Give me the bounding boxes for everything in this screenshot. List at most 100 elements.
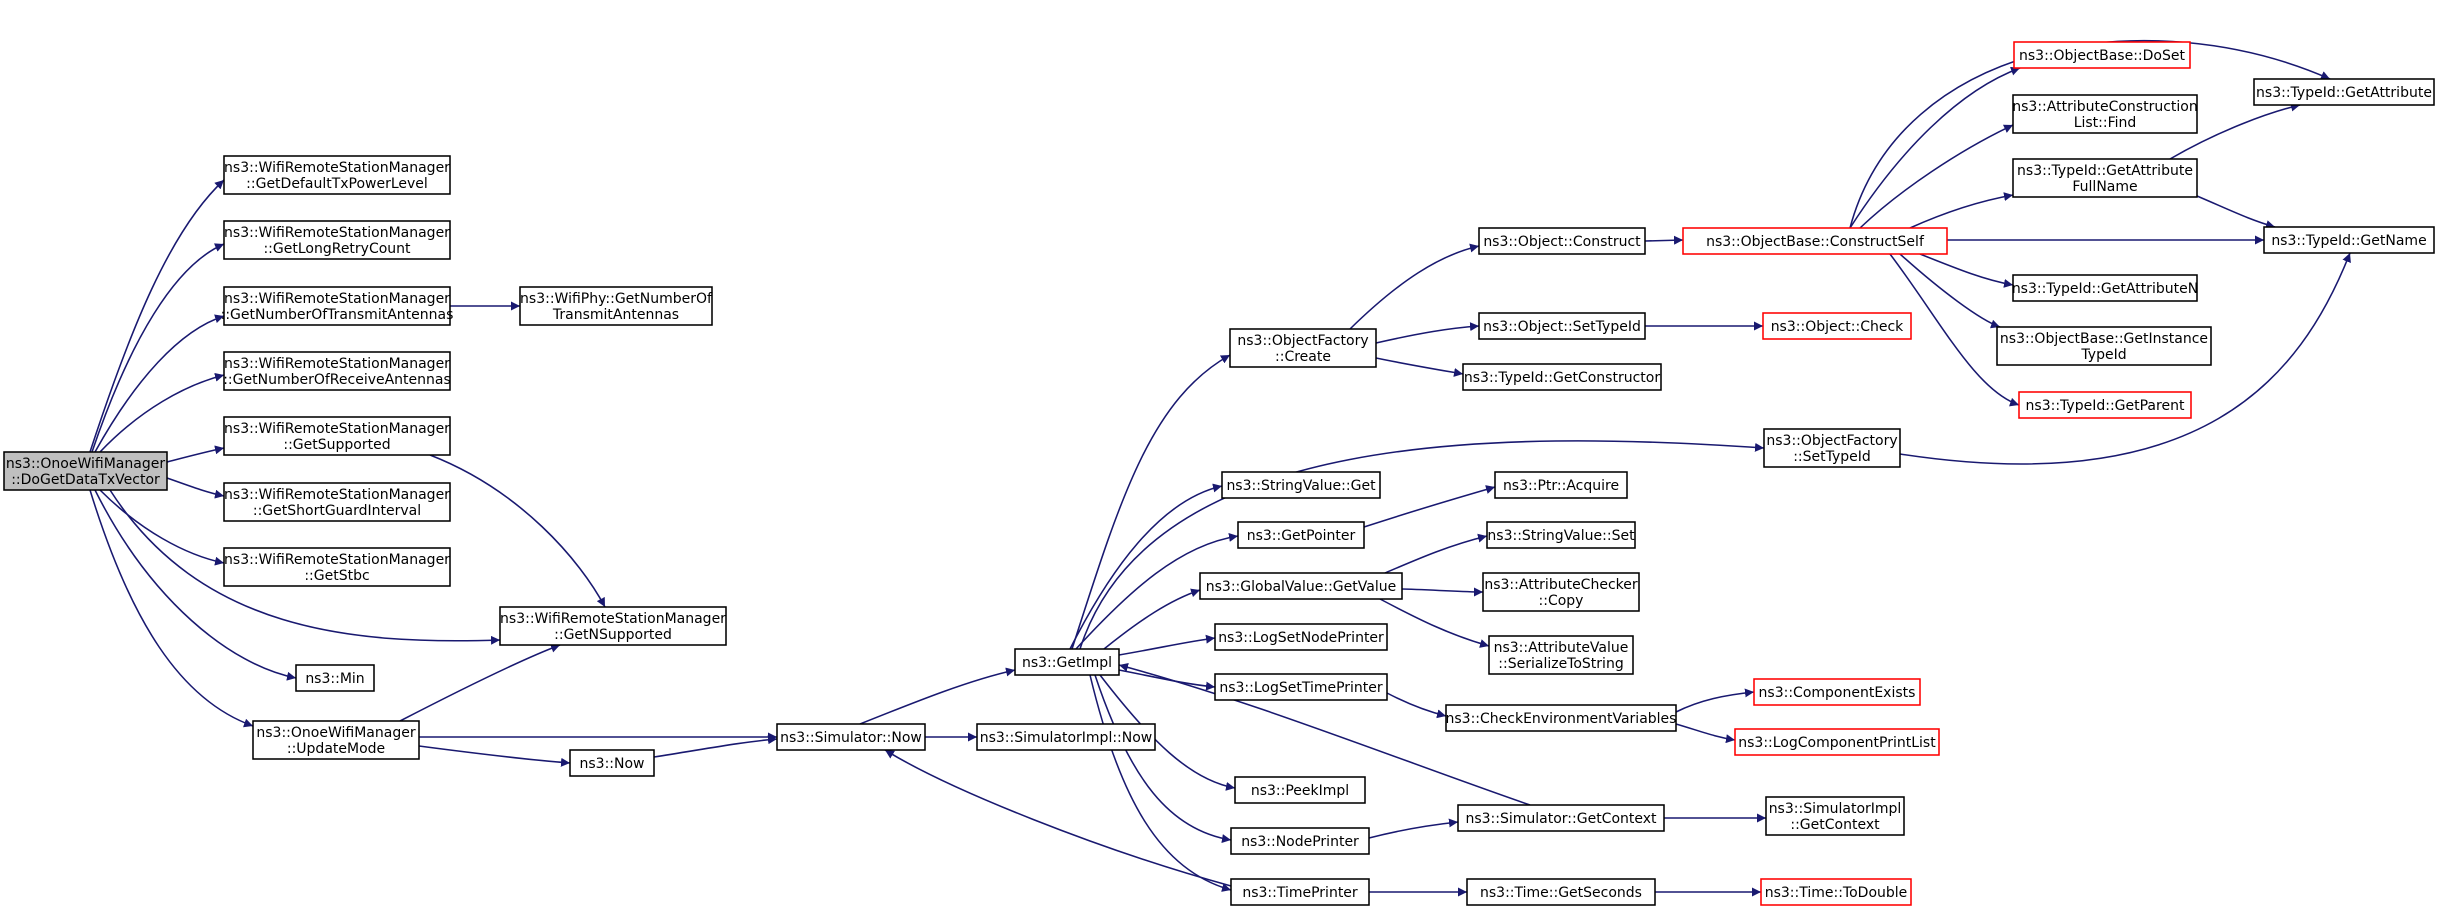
node-tidgetctor[interactable]: ns3::TypeId::GetConstructor [1462,363,1662,391]
node-tidgan[interactable]: ns3::TypeId::GetAttributeN [2012,274,2198,302]
edge-root-to-gdtpl [89,179,225,453]
edge-obconstructself-to-tidgan [1919,253,2014,288]
node-simnow[interactable]: ns3::Simulator::Now [776,723,926,751]
node-objsettypeid[interactable]: ns3::Object::SetTypeId [1478,312,1646,340]
node-svget[interactable]: ns3::StringValue::Get [1221,471,1381,499]
node-label: ns3::Object::Construct [1483,234,1641,250]
node-obdoset[interactable]: ns3::ObjectBase::DoSet [2013,41,2191,69]
edge-line [1103,588,1201,650]
node-lsnp[interactable]: ns3::LogSetNodePrinter [1214,623,1388,651]
edge-line [1889,253,2020,407]
edge-line [1919,253,2014,288]
node-box [2012,274,2198,302]
node-gdtpl[interactable]: ns3::WifiRemoteStationManager::GetDefaul… [223,155,451,195]
edge-obconstructself-to-obgit [1899,253,2001,329]
node-box [1462,363,1662,391]
node-objcheck[interactable]: ns3::Object::Check [1762,312,1912,340]
node-avser[interactable]: ns3::AttributeValue::SerializeToString [1488,635,1634,675]
edge-gvgetvalue-to-accopy [1401,587,1484,597]
node-label: ::GetNumberOfTransmitAntennas [221,307,454,323]
edge-getimpl-to-ofsettypeid [1079,440,1765,650]
node-box [1760,878,1912,906]
edge-root-to-gsup [166,445,225,463]
edge-obconstructself-to-aclfind [1859,124,2014,229]
edge-line [1384,533,1488,574]
node-simimplnow[interactable]: ns3::SimulatorImpl::Now [976,723,1156,751]
edge-line [1349,243,1480,330]
node-nodeprinter[interactable]: ns3::NodePrinter [1230,827,1370,855]
node-box [1445,704,1677,732]
edge-line [1644,235,1684,245]
node-tidgetparent[interactable]: ns3::TypeId::GetParent [2018,391,2192,419]
node-getimpl[interactable]: ns3::GetImpl [1014,648,1120,676]
node-accopy[interactable]: ns3::AttributeChecker::Copy [1482,572,1640,612]
node-timegetsec[interactable]: ns3::Time::GetSeconds [1466,878,1656,906]
node-box [1482,572,1640,612]
node-box [1457,804,1665,832]
node-gvgetvalue[interactable]: ns3::GlobalValue::GetValue [1199,572,1403,600]
node-getpointer[interactable]: ns3::GetPointer [1237,521,1365,549]
node-gstbc[interactable]: ns3::WifiRemoteStationManager::GetStbc [223,547,451,587]
node-label: ns3::Time::ToDouble [1765,885,1908,901]
node-min[interactable]: ns3::Min [295,664,375,692]
edge-line [1386,692,1447,719]
node-now[interactable]: ns3::Now [569,749,655,777]
edge-line [166,477,225,499]
node-box [1234,776,1366,804]
node-tidgetattr[interactable]: ns3::TypeId::GetAttribute [2253,78,2435,106]
node-label: ns3::SimulatorImpl::Now [980,730,1153,746]
edge-line [1075,532,1239,650]
node-label: ns3::ObjectFactory [1766,433,1897,449]
node-ptracquire[interactable]: ns3::Ptr::Acquire [1494,471,1628,499]
node-simgetctx[interactable]: ns3::Simulator::GetContext [1457,804,1665,832]
node-svset[interactable]: ns3::StringValue::Set [1486,521,1636,549]
node-label: ns3::GlobalValue::GetValue [1206,579,1396,595]
node-phy_gnta[interactable]: ns3::WifiPhy::GetNumberOfTransmitAntenna… [519,286,713,326]
node-box [1230,827,1370,855]
edge-line [399,643,561,722]
node-box [1221,471,1381,499]
node-objconstruct[interactable]: ns3::Object::Construct [1478,227,1646,255]
node-timeprinter[interactable]: ns3::TimePrinter [1230,878,1370,906]
node-tidgetname[interactable]: ns3::TypeId::GetName [2263,226,2435,254]
node-label: ns3::WifiRemoteStationManager [500,611,726,627]
node-box [1488,635,1634,675]
node-label: ns3::WifiRemoteStationManager [224,225,450,241]
edge-line [1118,662,1531,806]
node-gnsup[interactable]: ns3::WifiRemoteStationManager::GetNSuppo… [499,606,727,646]
node-obconstructself[interactable]: ns3::ObjectBase::ConstructSelf [1682,227,1948,255]
edge-getimpl-to-getpointer [1075,532,1239,650]
node-update[interactable]: ns3::OnoeWifiManager::UpdateMode [252,720,420,760]
node-label: FullName [2072,179,2137,195]
node-ofcreate[interactable]: ns3::ObjectFactory::Create [1229,328,1377,368]
edge-line [1363,485,1496,528]
node-label: ns3::GetPointer [1247,528,1356,544]
node-label: ns3::LogSetTimePrinter [1219,680,1383,696]
node-label: ns3::ObjectBase::DoSet [2019,48,2185,64]
edge-line [1368,818,1459,839]
edge-getpointer-to-ptracquire [1363,485,1496,528]
node-logcpl[interactable]: ns3::LogComponentPrintList [1734,728,1940,756]
node-glrc[interactable]: ns3::WifiRemoteStationManager::GetLongRe… [223,220,451,260]
node-gsup[interactable]: ns3::WifiRemoteStationManager::GetSuppor… [223,416,451,456]
node-compexists[interactable]: ns3::ComponentExists [1753,678,1921,706]
node-label: ns3::ComponentExists [1759,685,1916,701]
node-ofsettypeid[interactable]: ns3::ObjectFactory::SetTypeId [1763,428,1901,468]
node-label: ns3::TypeId::GetConstructor [1464,370,1660,386]
node-label: ns3::WifiRemoteStationManager [224,487,450,503]
node-simimplgetctx[interactable]: ns3::SimulatorImpl::GetContext [1765,796,1905,836]
node-gsgi[interactable]: ns3::WifiRemoteStationManager::GetShortG… [223,482,451,522]
node-gnta[interactable]: ns3::WifiRemoteStationManager::GetNumber… [221,286,454,326]
node-peekimpl[interactable]: ns3::PeekImpl [1234,776,1366,804]
node-timetodouble[interactable]: ns3::Time::ToDouble [1760,878,1912,906]
node-lstp[interactable]: ns3::LogSetTimePrinter [1214,673,1388,701]
edge-line [1675,688,1755,713]
node-gnra[interactable]: ns3::WifiRemoteStationManager::GetNumber… [223,351,451,391]
node-box [1199,572,1403,600]
node-label: ns3::GetImpl [1022,655,1112,671]
node-box [1763,428,1901,468]
node-cev[interactable]: ns3::CheckEnvironmentVariables [1445,704,1677,732]
